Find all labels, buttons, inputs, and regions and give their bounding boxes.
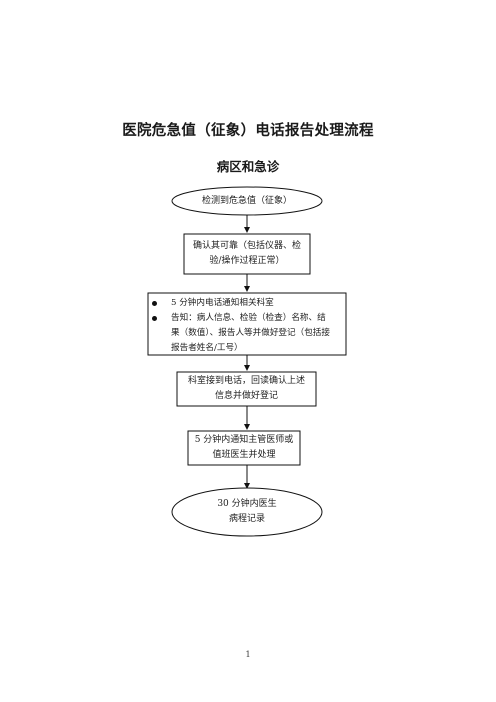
dept-label-line2: 信息并做好登记 <box>214 391 278 401</box>
page-number: 1 <box>245 650 251 659</box>
confirm-box <box>183 233 311 275</box>
notify-bullet-2-cont: 果（数值）、报告人等并做好登记（包括接 报告者姓名/工号） <box>152 326 342 356</box>
end-label-line2: 病程记录 <box>228 514 265 524</box>
dept-label-line1: 科室接到电话，回读确认上述 <box>187 376 305 386</box>
page-title: 医院危急值（征象）电话报告处理流程 <box>122 123 374 139</box>
physician-node: 5 分钟内通知主管医师或 值班医生并处理 <box>188 431 300 465</box>
notify-bullet-2-text: 告知：病人信息、检验（检查）名称、结 <box>171 311 326 326</box>
bullet-dot-icon <box>152 301 157 306</box>
physician-box <box>187 430 301 466</box>
confirm-label-line1: 确认其可靠（包括仪器、检 <box>192 241 301 251</box>
confirm-node: 确认其可靠（包括仪器、检 验/操作过程正常） <box>184 234 310 274</box>
page-subtitle: 病区和急诊 <box>216 159 280 174</box>
notify-bullet-2-line1: 告知：病人信息、检验（检查）名称、结 <box>171 313 326 323</box>
notify-bullet-1-text: 5 分钟内电话通知相关科室 <box>171 298 274 308</box>
confirm-label-line2: 验/操作过程正常） <box>209 256 285 266</box>
start-label: 检测到危急值（征象） <box>201 195 292 206</box>
dept-box <box>176 371 317 407</box>
notify-bullet-2-line3: 报告者姓名/工号） <box>171 343 243 353</box>
physician-label-line2: 值班医生并处理 <box>212 450 276 460</box>
dept-node: 科室接到电话，回读确认上述 信息并做好登记 <box>177 372 316 406</box>
end-node: 30 分钟内医生 病程记录 <box>172 494 322 530</box>
notify-bullet-2: 告知：病人信息、检验（检查）名称、结 <box>152 311 342 326</box>
bullet-dot-icon <box>152 316 157 321</box>
end-label-line1: 30 分钟内医生 <box>217 499 277 509</box>
notify-box <box>147 292 347 356</box>
start-node: 检测到危急值（征象） <box>172 193 322 209</box>
notify-node: 5 分钟内电话通知相关科室 告知：病人信息、检验（检查）名称、结 果（数值）、报… <box>148 293 346 355</box>
notify-bullet-2-line2: 果（数值）、报告人等并做好登记（包括接 <box>171 328 330 338</box>
physician-label-line1: 5 分钟内通知主管医师或 <box>194 435 294 445</box>
end-ellipse <box>171 487 323 537</box>
notify-bullet-1: 5 分钟内电话通知相关科室 <box>152 296 342 311</box>
